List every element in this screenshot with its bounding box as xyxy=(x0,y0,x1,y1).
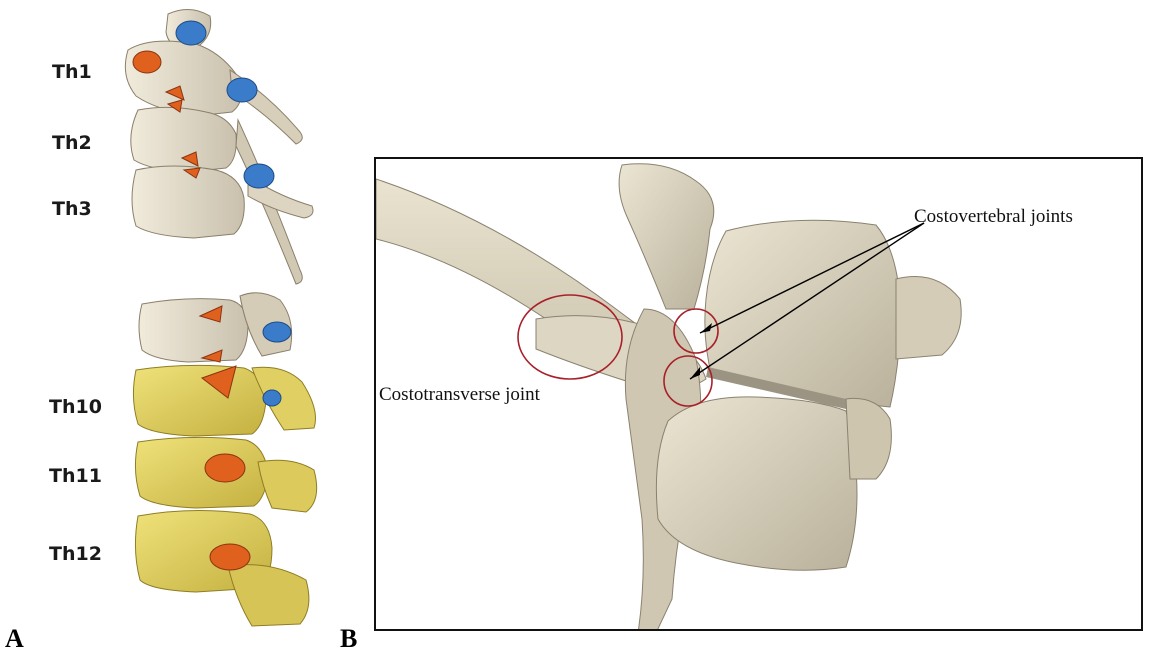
panel-letter-b: B xyxy=(340,624,357,654)
annotation-costovertebral-joints: Costovertebral joints xyxy=(914,206,1073,228)
upper-thoracic-vertebrae xyxy=(125,9,313,284)
level-label-th10: Th10 xyxy=(49,396,102,418)
level-label-th1: Th1 xyxy=(52,61,92,83)
annotation-costotransverse-joint: Costotransverse joint xyxy=(379,384,540,406)
level-label-th2: Th2 xyxy=(52,132,92,154)
level-label-th12: Th12 xyxy=(49,543,102,565)
lower-thoracic-vertebrae xyxy=(133,293,316,626)
level-label-th11: Th11 xyxy=(49,465,102,487)
level-label-th3: Th3 xyxy=(52,198,92,220)
panel-letter-a: A xyxy=(5,624,24,654)
lower-vertebral-body xyxy=(656,397,857,570)
